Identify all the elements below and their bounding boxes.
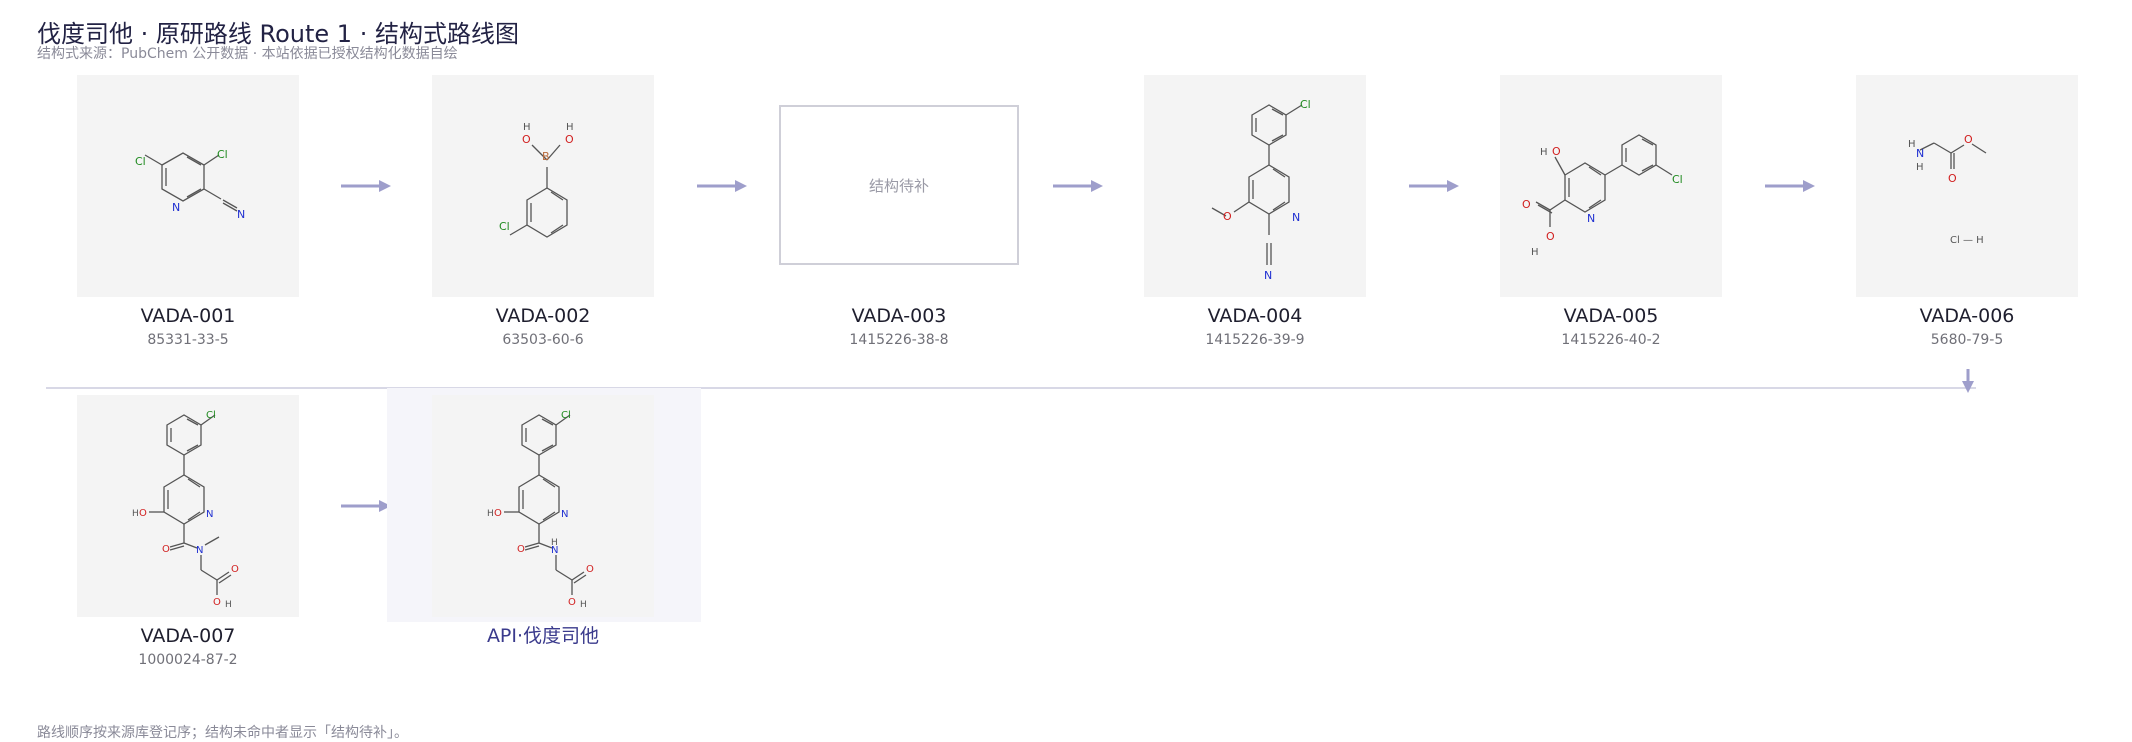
- atom-label: H: [1540, 147, 1548, 158]
- footer-note: 路线顺序按来源库登记序；结构未命中者显示「结构待补」。: [37, 725, 408, 741]
- structure-tile: 结构待补: [779, 75, 1019, 297]
- structure-drawing: B O H O H Cl: [499, 122, 574, 238]
- arrow-right-icon: [697, 180, 747, 192]
- compound-cas: 1415226-40-2: [1561, 332, 1661, 348]
- compound-cas: 1000024-87-2: [138, 652, 238, 668]
- api-label: API·伐度司他: [486, 625, 600, 647]
- page-title: 伐度司他 · 原研路线 Route 1 · 结构式路线图: [37, 20, 519, 48]
- atom-label: O: [522, 133, 531, 146]
- row-wrap-divider: [46, 387, 1976, 389]
- atom-label: H: [1531, 247, 1539, 258]
- compound-code: VADA-005: [1563, 305, 1659, 327]
- atom-label: Cl: [1300, 98, 1311, 111]
- compound-cas: 63503-60-6: [502, 332, 584, 348]
- atom-label: O: [1546, 230, 1555, 243]
- atom-label: O: [565, 133, 574, 146]
- atom-label: O: [231, 564, 239, 575]
- compound-card-vada-001[interactable]: Cl Cl N N VADA-001 85331-33-5: [77, 75, 299, 348]
- arrow-down-icon: [1962, 369, 1974, 393]
- compound-cas: 1415226-39-9: [1205, 332, 1305, 348]
- atom-label: Cl: [206, 410, 216, 421]
- arrow-right-icon: [341, 180, 391, 192]
- arrow-right-icon: [1053, 180, 1103, 192]
- arrow-right-icon: [341, 500, 391, 512]
- atom-label: O: [1552, 145, 1561, 158]
- compound-card-vada-006[interactable]: H N H O O Cl — H VADA-006 5680-79-5: [1856, 75, 2078, 348]
- structure-tile: Cl N O H O N H O O H: [432, 395, 654, 617]
- atom-label: O: [1964, 133, 1973, 146]
- atom-label: Cl: [217, 148, 228, 161]
- atom-label: O: [1522, 198, 1531, 211]
- atom-label: H: [523, 122, 531, 133]
- atom-label: H: [566, 122, 574, 133]
- atom-label: B: [542, 150, 550, 163]
- atom-label: H: [580, 600, 587, 610]
- compound-code: VADA-004: [1207, 305, 1303, 327]
- atom-label: H: [487, 509, 494, 519]
- structure-tile: B O H O H Cl: [432, 75, 654, 297]
- compound-card-vada-005[interactable]: O H N O O H Cl VADA-005 1415226-40-2: [1500, 75, 1722, 348]
- atom-label: N: [172, 201, 180, 214]
- atom-label: Cl: [499, 220, 510, 233]
- compound-code: VADA-002: [495, 305, 591, 327]
- arrow-right-icon: [1409, 180, 1459, 192]
- compound-card-vada-003[interactable]: 结构待补 VADA-003 1415226-38-8: [779, 75, 1019, 348]
- structure-pending-placeholder: 结构待补: [779, 105, 1019, 265]
- atom-label: O: [162, 544, 170, 555]
- atom-label: H: [132, 509, 139, 519]
- atom-label: N: [1916, 147, 1924, 160]
- compound-card-api[interactable]: Cl N O H O N H O O H: [432, 395, 654, 617]
- structure-drawing: O H N O O H Cl: [1522, 134, 1683, 258]
- atom-label: O: [139, 508, 147, 519]
- compound-card-vada-004[interactable]: Cl N O H N VADA-004 1415226-39-9: [1144, 75, 1366, 348]
- structure-tile: O H N O O H Cl: [1500, 75, 1722, 297]
- atom-label: H: [1916, 162, 1924, 173]
- structure-drawing: Cl N O H O N H O O H: [487, 410, 594, 610]
- structure-drawing: H N H O O Cl — H: [1908, 133, 1987, 246]
- atom-label: N: [206, 509, 213, 520]
- atom-label: O: [568, 597, 576, 608]
- structure-tile: Cl Cl N N: [77, 75, 299, 297]
- compound-code: VADA-001: [140, 305, 236, 327]
- structure-tile: Cl N O H N: [1144, 75, 1366, 297]
- atom-label: N: [1264, 269, 1272, 282]
- atom-label: N: [551, 545, 558, 556]
- atom-label: Cl: [135, 155, 146, 168]
- atom-label: O: [494, 508, 502, 519]
- counter-ion-label: Cl — H: [1950, 235, 1984, 246]
- atom-label: N: [237, 208, 245, 221]
- atom-label: N: [1292, 211, 1300, 224]
- structure-drawing: Cl N O H N: [1211, 98, 1311, 282]
- structure-drawing: Cl N O H O N O O H: [132, 410, 239, 610]
- compound-cas: 5680-79-5: [1930, 332, 2004, 348]
- atom-label: H: [551, 538, 558, 548]
- compound-cas: 85331-33-5: [147, 332, 229, 348]
- atom-label: Cl: [561, 410, 571, 421]
- atom-label: O: [1223, 210, 1232, 223]
- arrow-right-icon: [1765, 180, 1815, 192]
- atom-label: O: [517, 544, 525, 555]
- structure-drawing: Cl Cl N N: [135, 148, 245, 221]
- atom-label: O: [1948, 172, 1957, 185]
- compound-card-vada-007[interactable]: Cl N O H O N O O H VADA-007 1000024-87-2: [77, 395, 299, 668]
- compound-card-vada-002[interactable]: B O H O H Cl VADA-002 63503-60-6: [432, 75, 654, 348]
- structure-tile: Cl N O H O N O O H: [77, 395, 299, 617]
- atom-label: H: [1908, 139, 1916, 150]
- atom-label: N: [561, 509, 568, 520]
- page-subtitle: 结构式来源：PubChem 公开数据 · 本站依据已授权结构化数据自绘: [37, 46, 458, 62]
- compound-code: VADA-006: [1919, 305, 2015, 327]
- atom-label: Cl: [1672, 173, 1683, 186]
- compound-cas: 1415226-38-8: [849, 332, 949, 348]
- atom-label: N: [196, 545, 203, 556]
- compound-code: VADA-003: [851, 305, 947, 327]
- structure-tile: H N H O O Cl — H: [1856, 75, 2078, 297]
- atom-label: H: [225, 600, 232, 610]
- atom-label: O: [213, 597, 221, 608]
- atom-label: O: [586, 564, 594, 575]
- compound-code: VADA-007: [140, 625, 236, 647]
- atom-label: N: [1587, 212, 1595, 225]
